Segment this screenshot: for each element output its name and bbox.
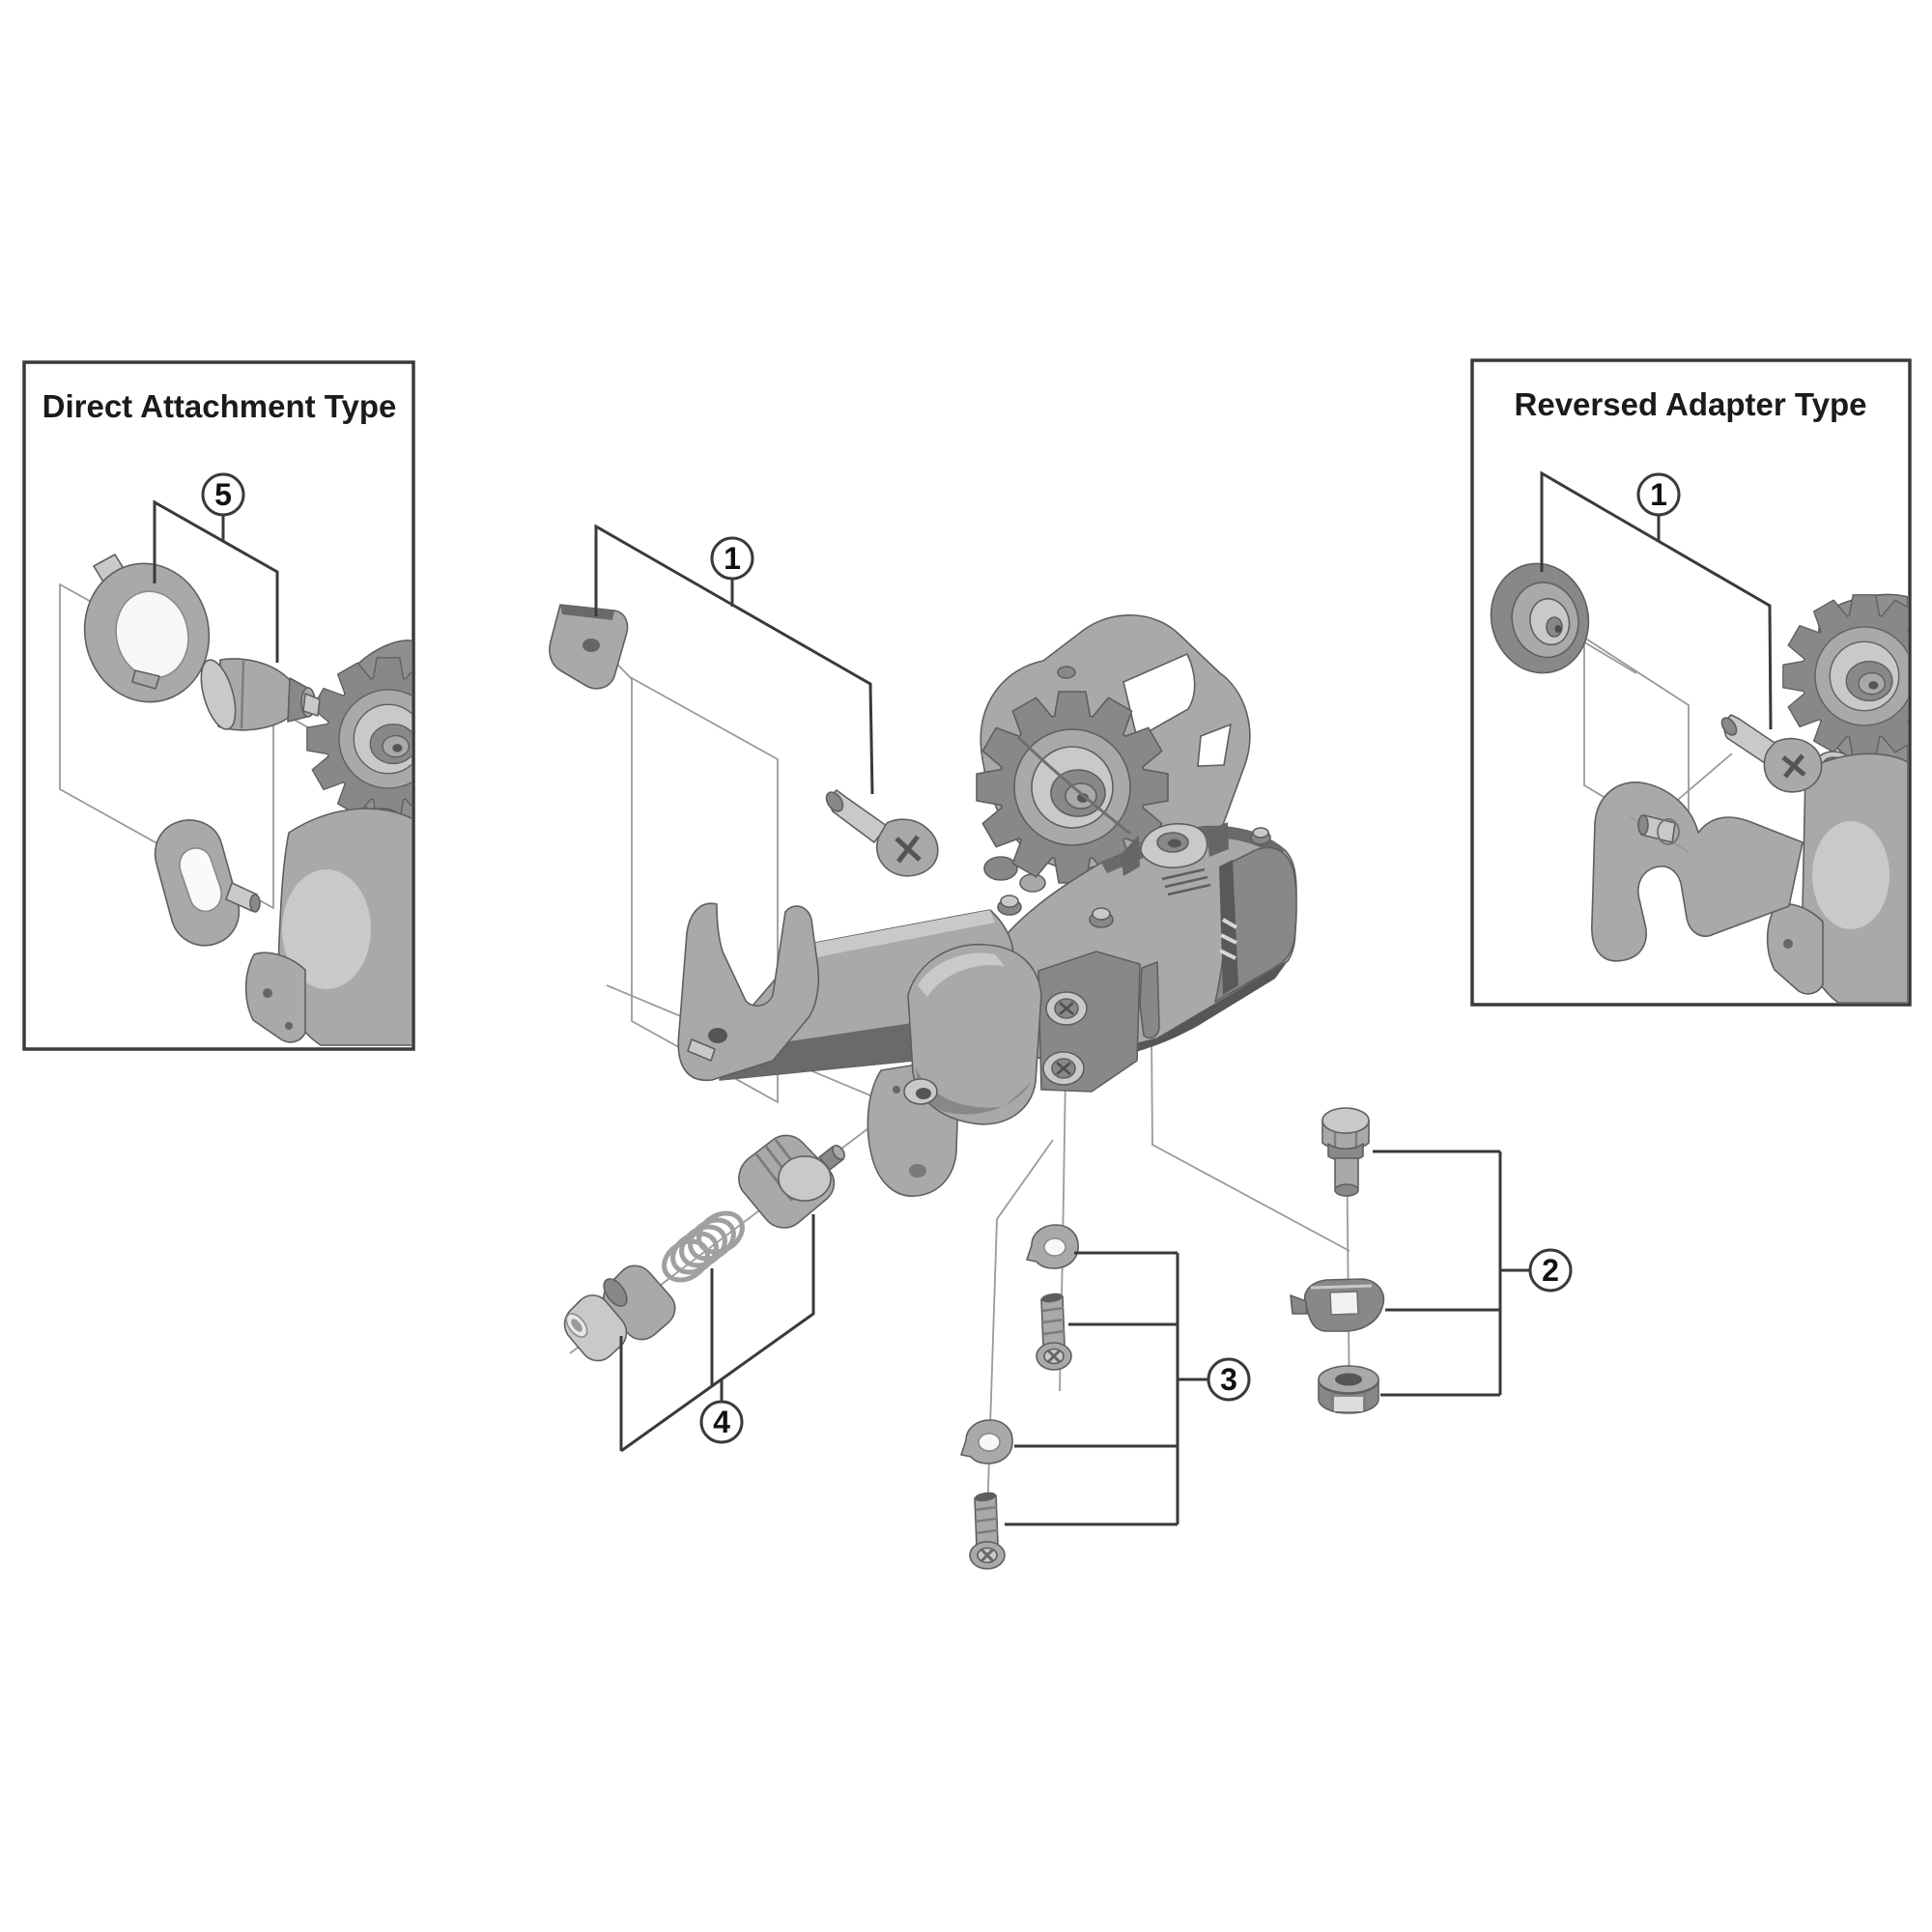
casing-barrel <box>563 1264 676 1362</box>
phillips-cross <box>895 835 922 864</box>
anchor-axis-line <box>1151 1033 1350 1252</box>
cable-guide-tab <box>1139 961 1160 1039</box>
svg-text:4: 4 <box>713 1405 730 1439</box>
callout-5-direct: 5 <box>153 472 279 663</box>
plate-square-hole <box>1329 1291 1359 1316</box>
attachment-plane <box>631 676 779 1104</box>
socket-bolt <box>1042 1051 1085 1086</box>
callout-5-leader <box>153 499 279 663</box>
reversed-box-title: Reversed Adapter Type <box>1515 386 1867 422</box>
callout-1-main: 1 <box>594 524 874 795</box>
callout-1-reversed: 1 <box>1540 470 1773 730</box>
callout-4-leader <box>619 1214 815 1453</box>
main-assembly <box>549 604 1385 1571</box>
callout-1-reversed-leader <box>1540 470 1773 730</box>
fixing-screw-2 <box>968 1491 1007 1571</box>
mount-bolt <box>825 789 939 877</box>
reversed-hanger <box>1591 781 1804 962</box>
claw-pin <box>687 1038 716 1062</box>
callout-3: 3 <box>1005 1251 1251 1526</box>
cage-cutout-2 <box>1197 723 1233 767</box>
reversed-box-border <box>1470 358 1912 1007</box>
lock-ring <box>83 554 211 703</box>
stopper-plate <box>549 604 629 690</box>
socket-bolt <box>1045 991 1088 1026</box>
spring-gap <box>1219 860 1238 995</box>
callout-2: 2 <box>1373 1150 1573 1397</box>
svg-text:1: 1 <box>724 541 741 576</box>
derailleur-fragment-direct <box>244 639 412 1046</box>
hex-nut <box>1318 1365 1379 1414</box>
pivot-bushing <box>200 658 321 731</box>
body-boss <box>997 895 1022 916</box>
callout-1-main-leader <box>594 524 874 795</box>
barrel-adjuster <box>738 1134 845 1229</box>
claw-pivot-hole <box>708 1028 727 1043</box>
callouts: 1 5 1 2 3 4 <box>153 470 1773 1526</box>
chain-hook-claw <box>677 902 820 1082</box>
guide-pulley <box>976 691 1169 884</box>
serrations <box>1161 867 1211 896</box>
derailleur-fragment-reversed <box>1766 593 1908 1003</box>
pivot-housing <box>907 943 1042 1125</box>
callout-4: 4 <box>619 1214 815 1453</box>
direct-box-title: Direct Attachment Type <box>43 388 397 424</box>
anchor-bolt <box>1321 1107 1370 1197</box>
axle-hook-plate <box>154 819 261 947</box>
cage-bolt <box>1057 666 1076 679</box>
reversed-adapter-box: Reversed Adapter Type <box>1470 358 1912 1007</box>
cable-fixing-plate <box>1290 1278 1385 1332</box>
adjuster-spring <box>662 1210 745 1283</box>
direct-box-border <box>22 360 415 1051</box>
adjuster-boss <box>903 1078 938 1105</box>
svg-text:5: 5 <box>214 477 232 512</box>
direct-attachment-box: Direct Attachment Type <box>22 360 415 1051</box>
svg-text:2: 2 <box>1542 1253 1559 1288</box>
p-spring <box>1219 918 1237 960</box>
svg-text:1: 1 <box>1650 477 1667 512</box>
cable-washer-1 <box>1026 1224 1079 1269</box>
fixing-screw-1 <box>1035 1292 1073 1372</box>
callout-2-leader <box>1373 1150 1530 1397</box>
body-boss <box>1089 907 1114 928</box>
svg-text:3: 3 <box>1220 1362 1237 1397</box>
body-boss <box>1250 827 1271 845</box>
adapter-cap <box>1490 562 1590 674</box>
cable-washer-2 <box>960 1419 1013 1464</box>
phillips-cross <box>1781 753 1806 779</box>
callout-3-leader <box>1005 1251 1208 1526</box>
plate-slot <box>179 847 222 913</box>
adapter-bolt <box>1720 714 1823 793</box>
cage-cutout <box>1122 652 1196 740</box>
pivot-block <box>1037 951 1141 1093</box>
